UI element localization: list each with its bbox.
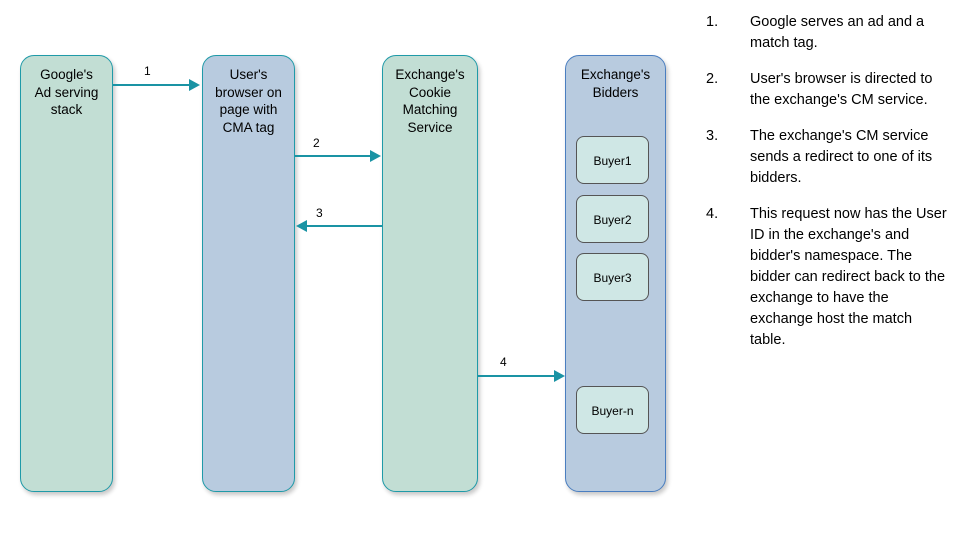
lane-exchange-bidders-label: Exchange's Bidders <box>580 67 651 100</box>
list-item: 2. User's browser is directed to the exc… <box>706 69 950 111</box>
step-number: 2. <box>706 71 719 87</box>
list-item: 1. Google serves an ad and a match tag. <box>706 12 950 54</box>
lane-google-ad-serving-stack-label: Google's Ad serving stack <box>34 67 99 117</box>
step-number: 4. <box>706 206 719 222</box>
arrow-3-label: 3 <box>316 206 323 220</box>
step-text: User's browser is directed to the exchan… <box>750 71 933 108</box>
lane-exchange-cookie-matching-service[interactable]: Exchange's Cookie Matching Service <box>382 55 478 492</box>
buyer-box[interactable]: Buyer-n <box>576 386 649 434</box>
arrow-1-label: 1 <box>144 64 151 78</box>
lane-user-browser-label: User's browser on page with CMA tag <box>215 67 282 135</box>
steps-list: 1. Google serves an ad and a match tag. … <box>706 12 950 366</box>
list-item: 3. The exchange's CM service sends a red… <box>706 126 950 189</box>
arrow-3-left <box>296 220 382 232</box>
lane-exchange-cookie-matching-service-label: Exchange's Cookie Matching Service <box>395 67 465 135</box>
arrow-1-right <box>113 79 200 91</box>
step-text: This request now has the User ID in the … <box>750 206 947 348</box>
lane-exchange-bidders[interactable]: Exchange's Bidders Buyer1 Buyer2 Buyer3 … <box>565 55 666 492</box>
list-item: 4. This request now has the User ID in t… <box>706 204 950 351</box>
arrow-4-label: 4 <box>500 355 507 369</box>
buyer-box[interactable]: Buyer3 <box>576 253 649 301</box>
buyer-box[interactable]: Buyer1 <box>576 136 649 184</box>
buyer-box[interactable]: Buyer2 <box>576 195 649 243</box>
step-text: The exchange's CM service sends a redire… <box>750 128 933 186</box>
arrow-2-label: 2 <box>313 136 320 150</box>
lane-google-ad-serving-stack[interactable]: Google's Ad serving stack <box>20 55 113 492</box>
step-text: Google serves an ad and a match tag. <box>750 14 925 51</box>
lane-user-browser[interactable]: User's browser on page with CMA tag <box>202 55 295 492</box>
step-number: 1. <box>706 14 719 30</box>
arrow-4-right <box>478 370 565 382</box>
step-number: 3. <box>706 128 719 144</box>
arrow-2-right <box>295 150 381 162</box>
